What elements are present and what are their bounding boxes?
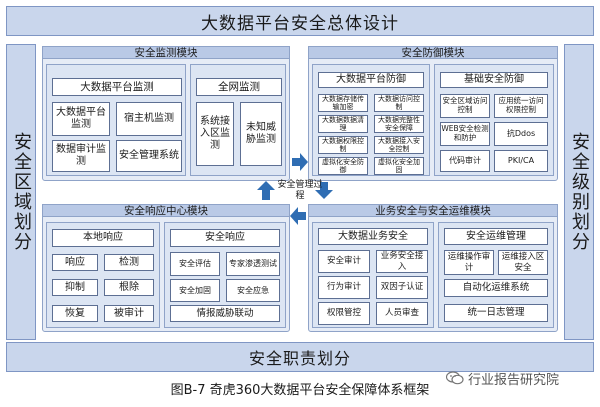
left-side-label: 安全区域划分 [11, 132, 32, 252]
defense-access-control: 大数据访问控制 [374, 94, 424, 112]
response-recover-box: 恢复 [52, 305, 98, 322]
operations-automation: 自动化运维系统 [444, 279, 548, 297]
arrow-right-icon [292, 153, 308, 171]
defense-anti-ddos: 抗Ddos [494, 122, 548, 146]
response-local-header: 本地响应 [52, 229, 154, 247]
response-emergency-box: 安全应急 [226, 279, 280, 302]
response-threat-intel-box: 情报威胁联动 [170, 305, 280, 322]
response-pentest-box: 专家渗透测试 [226, 252, 280, 276]
operations-two-factor: 双因子认证 [376, 276, 428, 299]
operations-business-header: 大数据业务安全 [318, 228, 428, 245]
defense-virtualization-hardening: 虚拟化安全加固 [374, 157, 424, 175]
response-hardening-box: 安全加固 [170, 279, 220, 302]
right-side-bar: 安全级别划分 [564, 44, 594, 340]
arrow-up-icon [257, 181, 275, 200]
bottom-banner: 安全职责划分 [6, 342, 594, 372]
defense-pki-ca: PKI/CA [494, 150, 548, 172]
defense-permission-control: 大数据权限控制 [318, 136, 368, 154]
operations-behavior-audit: 行为审计 [318, 276, 370, 299]
title-banner: 大数据平台安全总体设计 [6, 6, 594, 36]
response-module-title: 安全响应中心模块 [42, 204, 290, 217]
monitoring-platform-small-box: 大数据平台监测 [52, 102, 110, 136]
figure-caption: 图B-7 奇虎360大数据平台安全保障体系框架 [170, 383, 430, 398]
defense-web-protection: WEB安全检测和防护 [440, 122, 490, 146]
response-security-header: 安全响应 [170, 229, 280, 247]
defense-virtualization-defense: 虚拟化安全防御 [318, 157, 368, 175]
operations-ops-audit: 运维操作审计 [444, 250, 494, 275]
operations-personnel-review: 人员审查 [376, 302, 428, 325]
bottom-banner-label: 安全职责划分 [248, 349, 351, 368]
monitoring-management-box: 安全管理系统 [116, 140, 182, 172]
arrow-left-icon [290, 207, 306, 225]
operations-permission-control: 权限管控 [318, 302, 370, 325]
page-title: 大数据平台安全总体设计 [201, 13, 399, 34]
defense-storage-encryption: 大数据存储传输加密 [318, 94, 368, 112]
operations-module-title: 业务安全与安全运维模块 [308, 204, 558, 217]
operations-ops-header: 安全运维管理 [444, 228, 548, 245]
response-assessment-box: 安全评估 [170, 252, 220, 276]
watermark: 行业报告研究院 [446, 368, 596, 388]
defense-code-audit: 代码审计 [440, 150, 490, 172]
monitoring-host-box: 宿主机监测 [116, 102, 182, 136]
defense-platform-header: 大数据平台防御 [318, 72, 424, 88]
right-side-label: 安全级别划分 [569, 132, 590, 252]
defense-unified-access: 应用统一访问权限控制 [494, 94, 548, 118]
monitoring-audit-box: 数据审计监测 [52, 140, 110, 172]
monitoring-access-zone-box: 系统接入区监测 [196, 102, 234, 166]
response-eradicate-box: 根除 [104, 279, 154, 296]
arrow-down-icon [315, 182, 333, 199]
response-detect-box: 检测 [104, 254, 154, 271]
defense-integrity-assurance: 大数据完整性安全保障 [374, 115, 424, 133]
defense-basic-header: 基础安全防御 [440, 72, 548, 88]
monitoring-platform-box: 大数据平台监测 [52, 78, 182, 96]
response-audited-box: 被审计 [104, 305, 154, 322]
operations-ops-zone-security: 运维接入区安全 [498, 250, 548, 275]
defense-zone-access-control: 安全区域访问控制 [440, 94, 490, 118]
monitoring-fullnet-box: 全网监测 [196, 78, 282, 96]
defense-data-cleaning: 大数据数据清理 [318, 115, 368, 133]
monitoring-module-title: 安全监测模块 [42, 46, 290, 59]
operations-business-access: 业务安全接入 [376, 250, 428, 273]
response-respond-box: 响应 [52, 254, 98, 271]
monitoring-unknown-threat-box: 未知威胁监测 [240, 102, 282, 166]
wechat-icon [446, 371, 464, 385]
defense-module-title: 安全防御模块 [308, 46, 558, 59]
center-process-label: 安全管理过程 [277, 180, 323, 201]
defense-ingress-control: 大数据接入安全控制 [374, 136, 424, 154]
left-side-bar: 安全区域划分 [6, 44, 36, 340]
response-contain-box: 抑制 [52, 279, 98, 296]
operations-unified-log: 统一日志管理 [444, 304, 548, 322]
operations-security-audit: 安全审计 [318, 250, 370, 273]
